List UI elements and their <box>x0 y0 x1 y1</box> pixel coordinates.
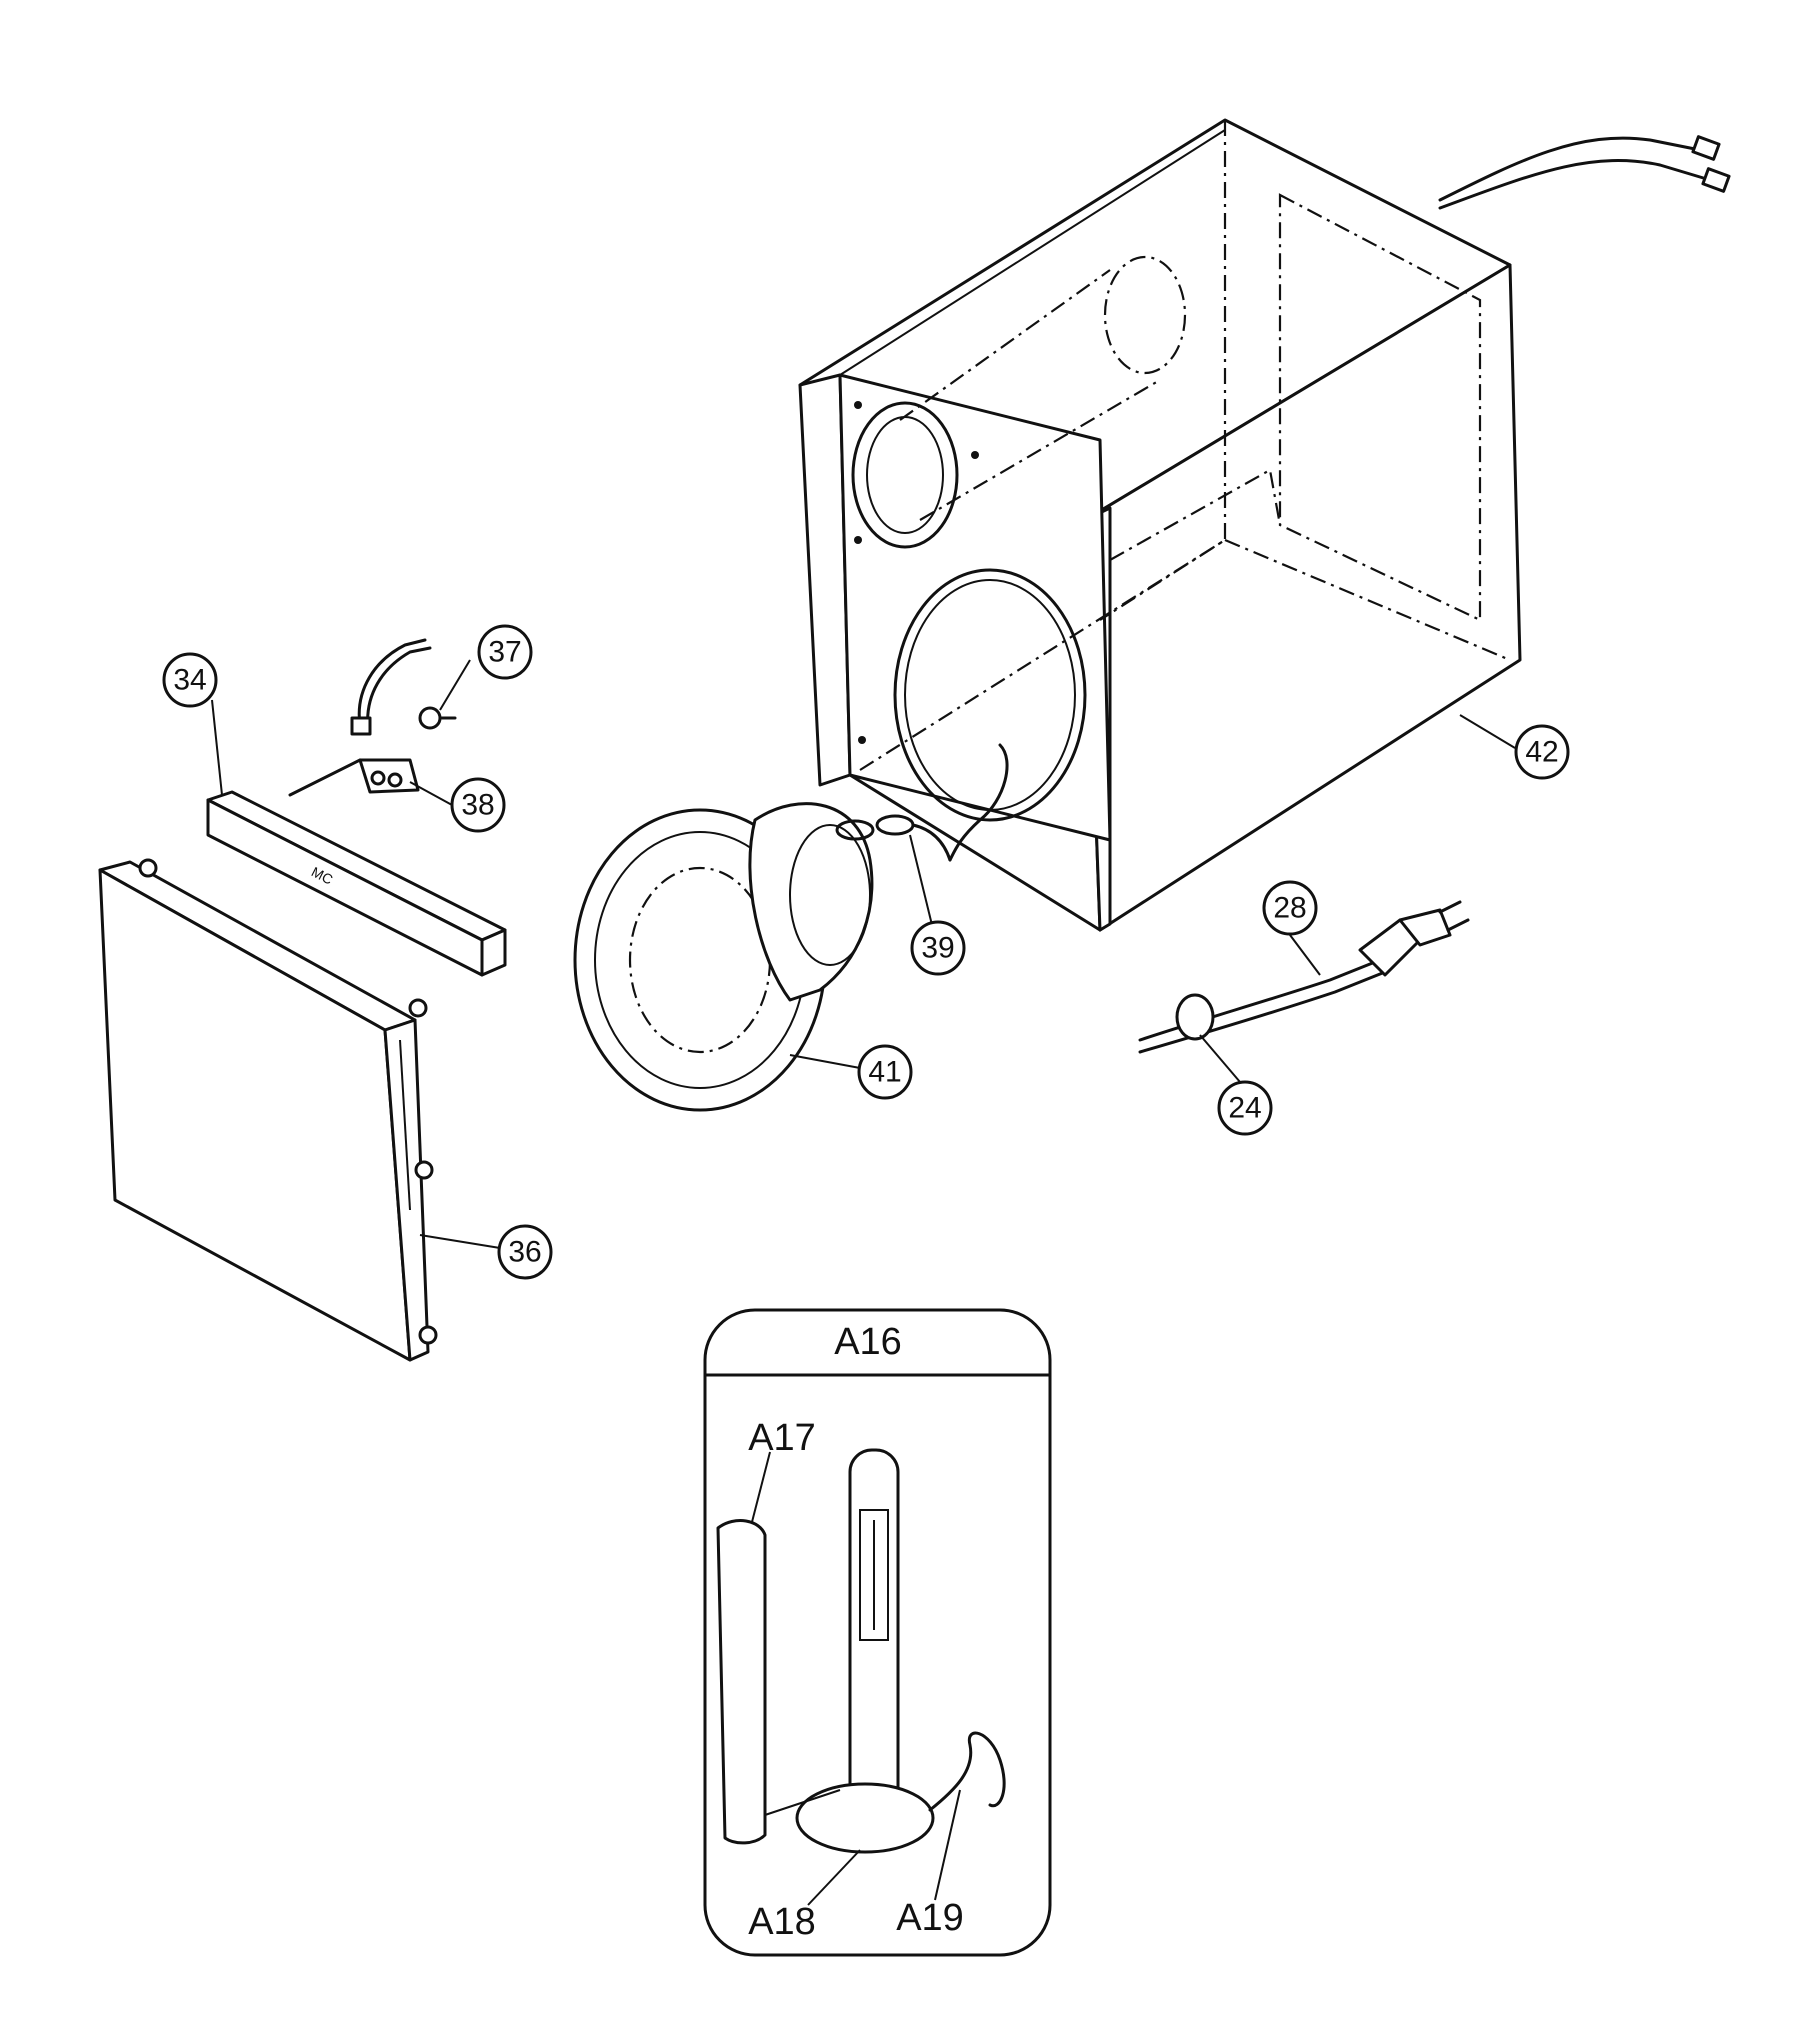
speaker-enclosure <box>798 118 1731 932</box>
power-cord <box>1138 900 1470 1054</box>
callout-label: 34 <box>173 664 206 697</box>
woofer-speaker <box>573 802 952 1112</box>
callout-label: 42 <box>1525 736 1558 769</box>
callout-39: 39 <box>910 920 966 976</box>
inset-title: A16 <box>834 1321 902 1363</box>
callout-28: 28 <box>1262 880 1318 936</box>
label-a17: A17 <box>748 1417 816 1459</box>
front-grille-panel <box>98 858 438 1362</box>
callout-label: 28 <box>1273 892 1306 925</box>
badge-strip: MC <box>206 790 507 977</box>
callout-label: 41 <box>868 1056 901 1089</box>
inset-a16: A16 A17 A18 A19 <box>703 1308 1052 1957</box>
leader-lines <box>211 659 1516 1249</box>
led-bracket-assembly <box>288 638 457 797</box>
callout-37: 37 <box>477 624 533 680</box>
callout-34: 34 <box>162 652 218 708</box>
callout-label: 37 <box>488 636 521 669</box>
label-a18: A18 <box>748 1901 816 1943</box>
callout-38: 38 <box>450 777 506 833</box>
callout-42: 42 <box>1514 724 1570 780</box>
callout-label: 38 <box>461 789 494 822</box>
callout-36: 36 <box>497 1224 553 1280</box>
callout-24: 24 <box>1217 1080 1273 1136</box>
callout-41: 41 <box>857 1044 913 1100</box>
callout-label: 36 <box>508 1236 541 1269</box>
label-a19: A19 <box>896 1897 964 1939</box>
callout-label: 39 <box>921 932 954 965</box>
callout-label: 24 <box>1228 1092 1261 1125</box>
